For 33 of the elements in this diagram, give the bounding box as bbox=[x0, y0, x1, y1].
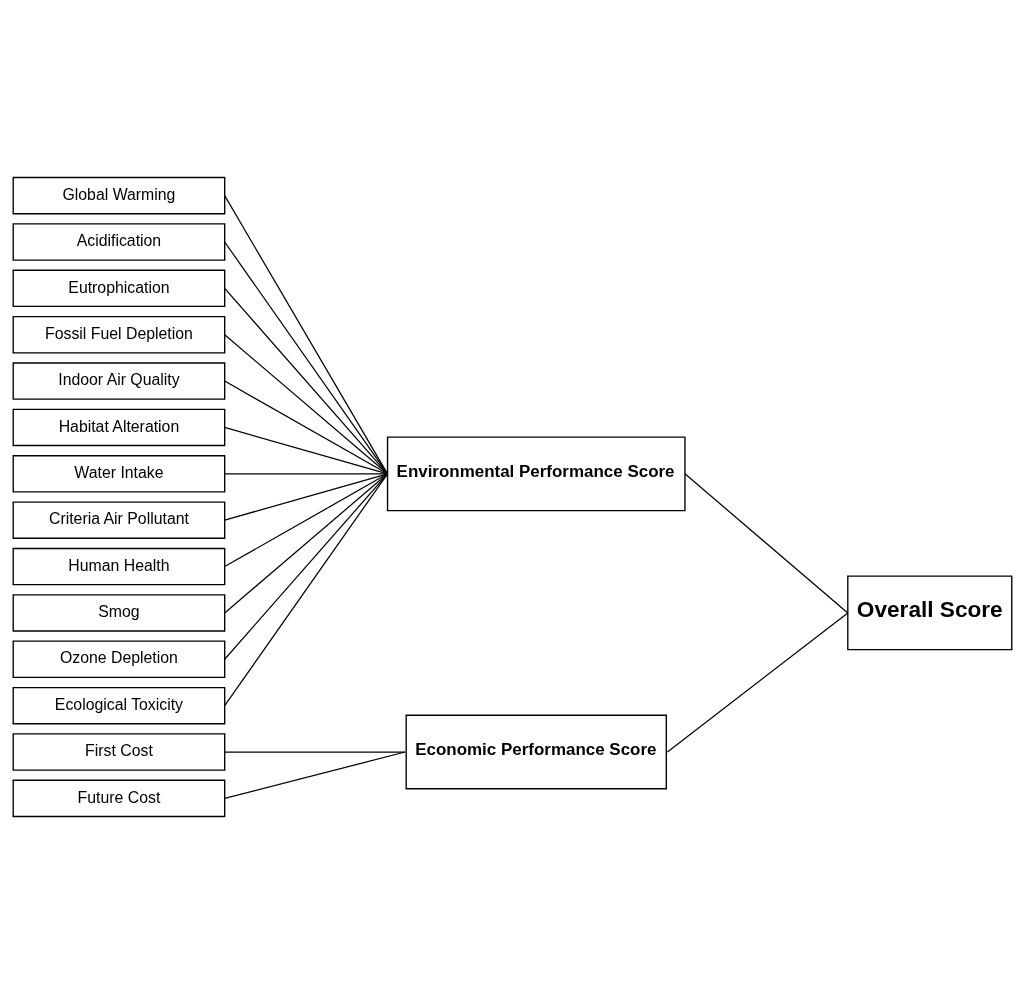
connector bbox=[224, 473, 389, 707]
node-box: Smog bbox=[12, 594, 226, 632]
connector bbox=[224, 287, 389, 475]
node-box: Global Warming bbox=[12, 176, 226, 215]
node-box: Criteria Air Pollutant bbox=[12, 501, 226, 539]
node-box: Overall Score bbox=[847, 575, 1013, 651]
connector bbox=[224, 241, 389, 475]
connector bbox=[224, 751, 406, 753]
node-box: Fossil Fuel Depletion bbox=[12, 315, 226, 354]
connector bbox=[224, 473, 389, 568]
node-box: Environmental Performance Score bbox=[386, 436, 686, 512]
node-box: First Cost bbox=[12, 733, 226, 771]
connector bbox=[224, 380, 389, 475]
connector bbox=[224, 751, 406, 799]
node-box: Indoor Air Quality bbox=[12, 362, 226, 400]
node-box: Future Cost bbox=[12, 779, 226, 818]
node-box: Economic Performance Score bbox=[405, 714, 667, 790]
connector bbox=[666, 612, 849, 753]
connector bbox=[684, 473, 849, 614]
connector bbox=[224, 473, 389, 660]
connector bbox=[224, 473, 389, 521]
node-box: Human Health bbox=[12, 547, 226, 586]
connector bbox=[224, 426, 389, 475]
node-box: Ecological Toxicity bbox=[12, 686, 226, 725]
node-box: Water Intake bbox=[12, 455, 226, 493]
node-box: Acidification bbox=[12, 223, 226, 261]
connector bbox=[224, 473, 389, 475]
node-box: Ozone Depletion bbox=[12, 640, 226, 679]
connector bbox=[224, 473, 389, 614]
connector bbox=[224, 334, 389, 475]
node-box: Eutrophication bbox=[12, 269, 226, 308]
connector bbox=[224, 195, 389, 475]
node-box: Habitat Alteration bbox=[12, 408, 226, 447]
